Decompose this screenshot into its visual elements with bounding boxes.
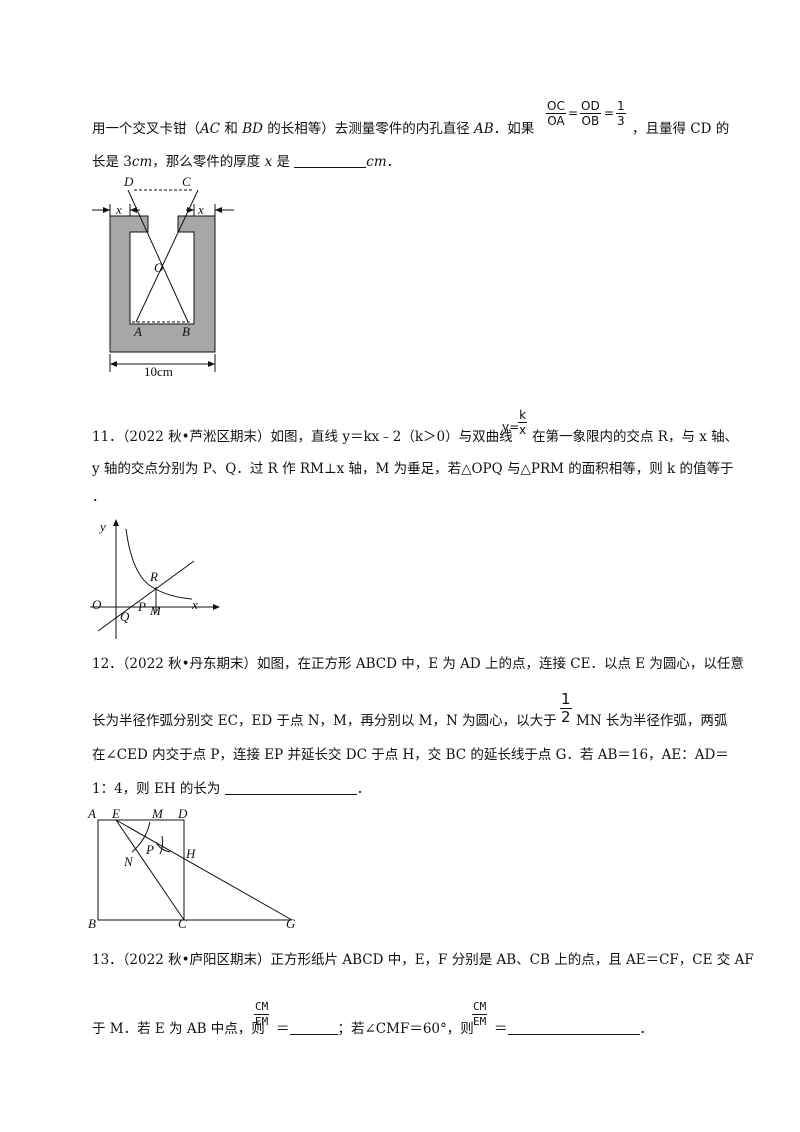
part-body (109, 215, 216, 353)
label-r: R (149, 569, 158, 584)
line-y-kx-2 (97, 560, 195, 632)
q13-eq-b: ＝． (494, 1020, 653, 1037)
arrow-icon (110, 361, 117, 367)
fraction-od-ob: OD OB (580, 99, 601, 128)
q12-line2b: MN 长为半径作弧，两弧 (576, 713, 728, 729)
q10-line1-after: ，且量得 CD 的 (632, 121, 730, 137)
label-q: Q (120, 609, 130, 624)
fraction-denominator: OA (546, 113, 566, 128)
square-figure: A E M D N P H B C G (87, 806, 296, 931)
q13-eq-a: ＝；若∠CMF＝60°，则 (276, 1020, 474, 1037)
q13-line2a: 于 M．若 E 为 AB 中点，则 (92, 1021, 265, 1037)
answer-blank[interactable] (507, 1020, 640, 1035)
label-p: P (145, 842, 154, 857)
label-x-right: x (197, 202, 204, 217)
equals-sign: = (568, 106, 579, 120)
label-o: O (92, 597, 102, 612)
label-a: A (133, 324, 142, 339)
label-p: P (137, 599, 146, 614)
q11-line3: ． (92, 489, 106, 505)
q12-line4: 1：4，则 EH 的长为 ． (92, 780, 371, 797)
q11-line1: 11．（2022 秋•芦淞区期末）如图，直线 y＝kx﹣2（k＞0）与双曲线 (92, 429, 513, 445)
q11-line1-after: 在第一象限内的交点 R，与 x 轴、 (532, 429, 739, 445)
q10-line1: 用一个交叉卡钳（AC 和 BD 的长相等）去测量零件的内孔直径 AB．如果 (92, 121, 535, 137)
answer-blank[interactable] (289, 1020, 338, 1035)
equals-sign: = (604, 106, 615, 120)
label-g: G (286, 916, 296, 931)
fraction-numerator: OC (547, 99, 565, 113)
square-abcd (97, 819, 185, 921)
label-y: y (98, 519, 106, 534)
caliper-arm-ac (127, 189, 189, 323)
label-m: M (149, 603, 162, 618)
arrow-icon (213, 604, 220, 610)
arrow-icon (103, 207, 110, 213)
label-e: E (111, 806, 120, 821)
arrow-icon (187, 207, 194, 213)
label-b: B (182, 324, 190, 339)
ratio-cm-em-1: CM EM (254, 1000, 270, 1028)
fraction-denominator: 3 (616, 113, 626, 128)
fraction-oc-oa: OC OA (546, 99, 566, 128)
label-n: N (123, 854, 134, 869)
q12-line3: 在∠CED 内交于点 P，连接 EP 并延长交 DC 于点 H，交 BC 的延长… (92, 747, 729, 763)
label-x-left: x (115, 202, 122, 217)
label-b: B (88, 916, 96, 931)
fraction-numerator: OD (581, 99, 600, 113)
q10-line2: 长是 3cm，那么零件的厚度 x 是 cm． (92, 153, 401, 170)
segment-ec (115, 819, 185, 921)
label-m: M (151, 806, 164, 821)
label-d: D (177, 806, 188, 821)
label-x: x (191, 597, 198, 612)
label-a: A (87, 806, 96, 821)
q12-line1: 12．（2022 秋•丹东期末）如图，在正方形 ABCD 中，E 为 AD 上的… (92, 656, 744, 672)
fraction-one-half: 1 2 (560, 690, 572, 726)
arrow-icon (130, 207, 137, 213)
hyperbola-curve (125, 528, 193, 600)
arc-mn (131, 821, 151, 853)
label-o: O (154, 260, 164, 275)
answer-blank[interactable] (294, 153, 367, 168)
caliper-figure: D C x x O A B 10cm (92, 174, 234, 379)
arc-p2 (159, 835, 164, 855)
arrow-icon (113, 519, 119, 526)
answer-blank[interactable] (224, 780, 357, 795)
arrow-icon (215, 207, 222, 213)
fraction-numerator: 1 (617, 99, 625, 113)
label-width: 10cm (144, 364, 173, 379)
label-h: H (185, 846, 196, 861)
segment-eg (115, 819, 293, 921)
q13-line1: 13．（2022 秋•庐阳区期末）正方形纸片 ABCD 中，E，F 分别是 AB… (92, 952, 754, 968)
q12-line2a: 长为半径作弧分别交 EC，ED 于点 N，M，再分别以 M，N 为圆心，以大于 (92, 713, 557, 729)
fraction-one-third: 1 3 (616, 99, 626, 128)
q11-line2: y 轴的交点分别为 P、Q．过 R 作 RM⊥x 轴，M 为垂足，若△OPQ 与… (92, 461, 734, 477)
arrow-icon (208, 361, 215, 367)
ratio-cm-em-2: CM EM (472, 1000, 488, 1028)
hyperbola-figure: y x O R P M Q (90, 519, 220, 639)
fraction-denominator: OB (580, 113, 601, 128)
label-d: D (123, 174, 134, 189)
label-c: C (182, 174, 191, 189)
label-c: C (178, 916, 187, 931)
